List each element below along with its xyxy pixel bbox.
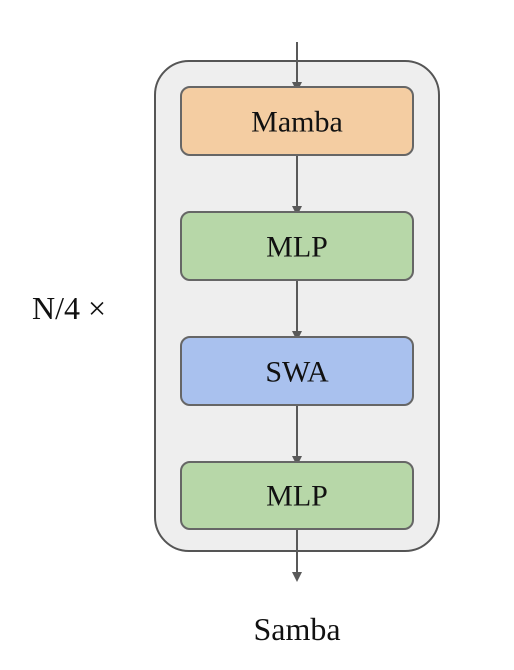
- repeat-count-label: N/4 ×: [32, 290, 106, 326]
- block-mlp-1-box: [180, 211, 414, 281]
- block-swa-label: SWA: [265, 356, 329, 389]
- block-mlp-2: MLP: [180, 461, 414, 530]
- block-mlp-1-label: MLP: [266, 231, 328, 264]
- block-mlp-2-label: MLP: [266, 480, 328, 513]
- block-swa-box: [180, 336, 414, 406]
- block-swa: SWA: [180, 336, 414, 406]
- model-caption: Samba: [253, 611, 340, 647]
- block-mlp-1: MLP: [180, 211, 414, 281]
- block-mamba-label: Mamba: [251, 106, 343, 139]
- block-mamba: Mamba: [180, 86, 414, 156]
- block-mlp-2-box: [180, 461, 414, 530]
- block-mamba-box: [180, 86, 414, 156]
